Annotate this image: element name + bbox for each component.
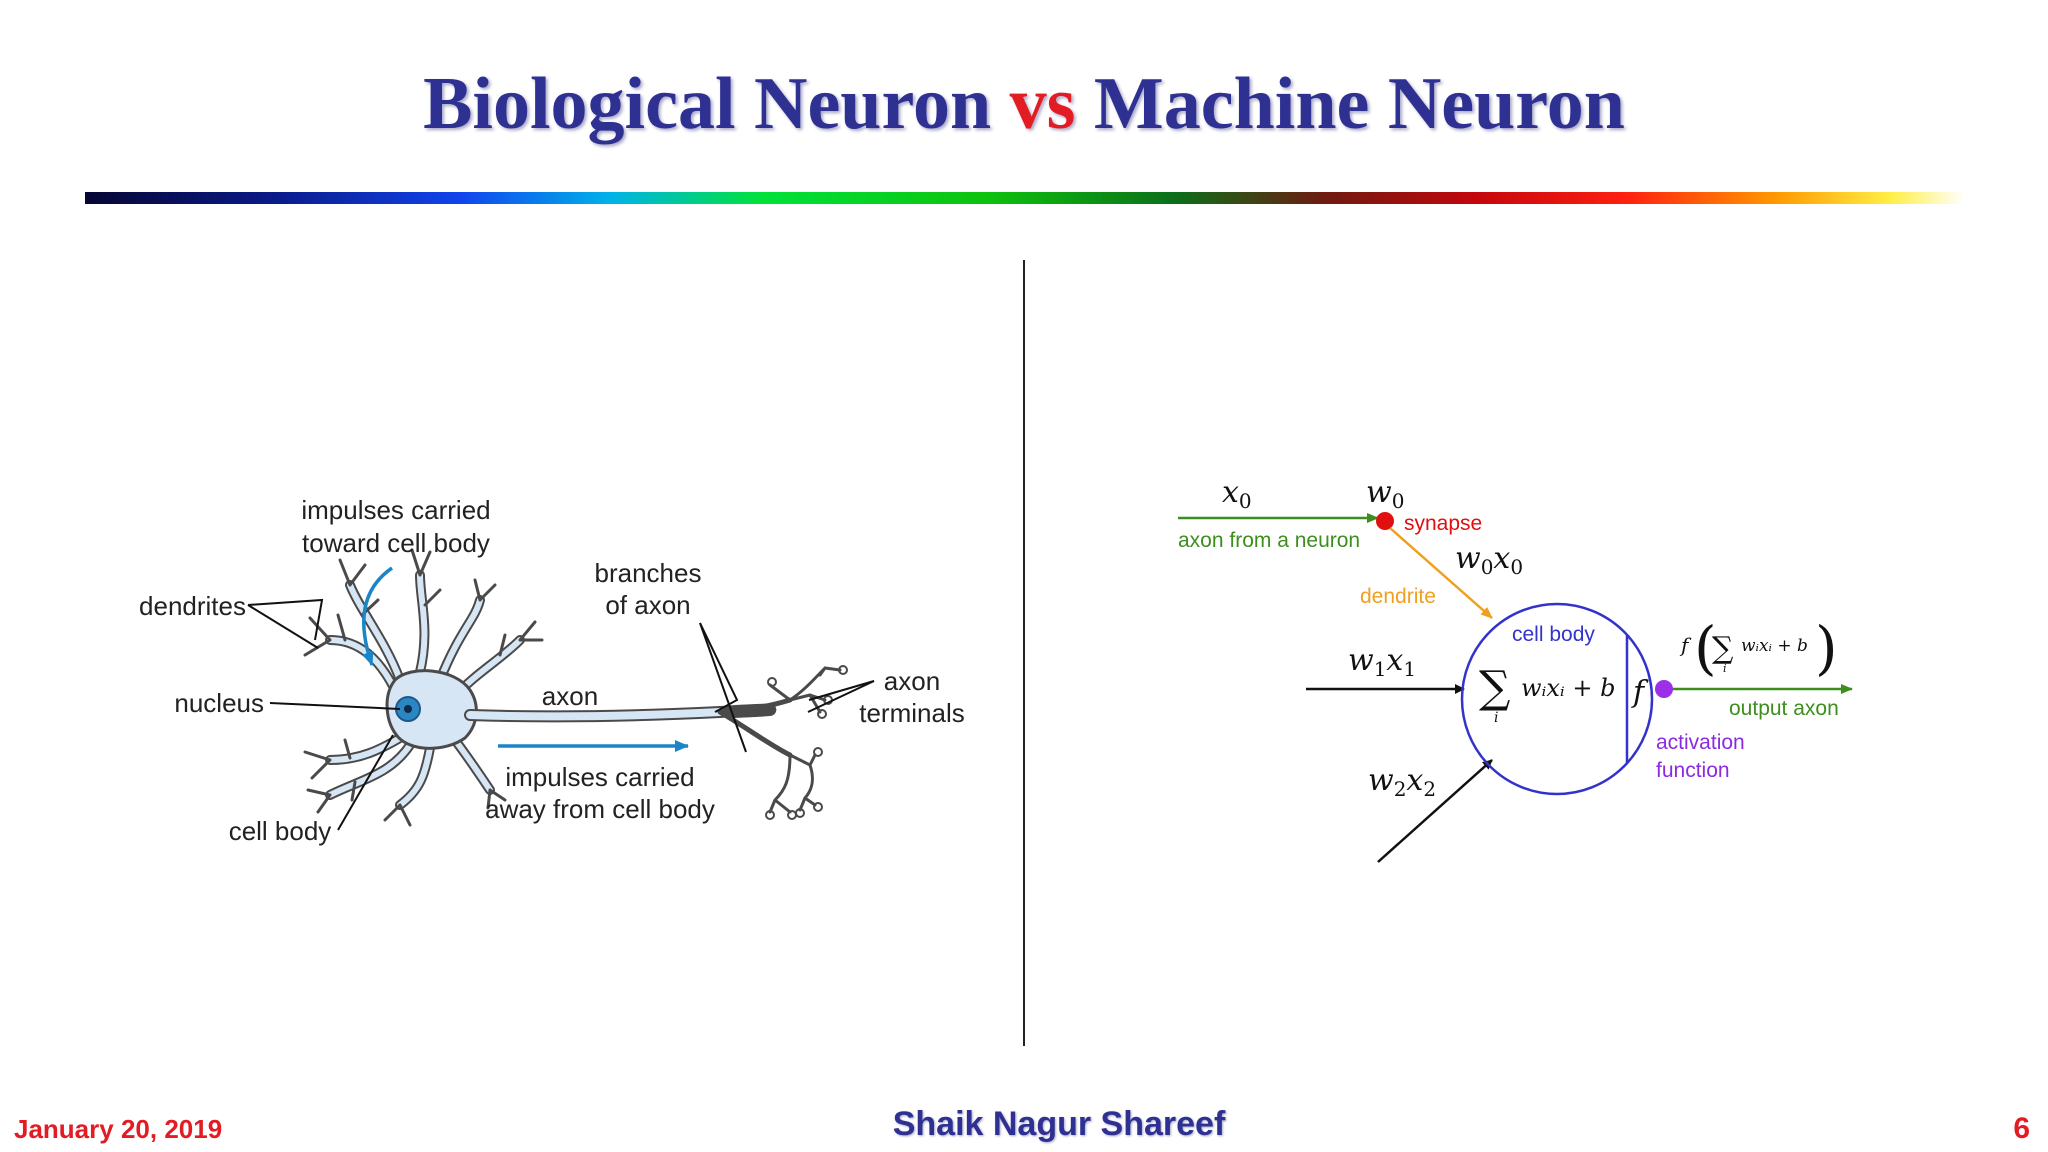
output-paren-right: ) [1815,614,1838,682]
output-f: f [1679,633,1692,657]
title-part-2: Machine Neuron [1075,63,1625,145]
label-axon: axon [542,681,598,711]
axon-terminals-upper [768,666,842,714]
machine-neuron-diagram: x0 w0 w0x0 w1x1 w2x2 ∑ i wᵢxᵢ + b f f ( … [1178,475,1853,863]
impulse-toward-arrow [361,566,393,666]
biological-neuron-diagram: impulses carried toward cell body dendri… [139,495,965,846]
title-part-1: Biological Neuron [423,63,1010,145]
sum-symbol: ∑ [1479,662,1510,713]
label-synapse: synapse [1404,512,1482,535]
label-w0: w0 [1366,475,1404,513]
soma-shape [385,669,478,750]
footer-page-number: 6 [2013,1112,2030,1145]
cell-body-circle [1460,602,1654,796]
output-sum-index: i [1723,662,1727,675]
label-branches-2: of axon [605,590,690,620]
output-expression: wᵢxᵢ + b [1741,636,1808,656]
sum-index: i [1494,710,1498,726]
label-w0x0: w0x0 [1455,541,1523,579]
label-x0: x0 [1222,475,1252,513]
label-cell-body: cell body [229,816,332,846]
synapse-dot [1376,512,1394,530]
label-cell-body-machine: cell body [1512,623,1595,646]
label-impulses-away-1: impulses carried [505,762,694,792]
title-rainbow-divider [85,192,1965,204]
label-activation-1: activation [1656,731,1745,754]
output-paren-left: ( [1694,614,1717,682]
label-dendrite: dendrite [1360,585,1436,608]
vertical-divider [1023,260,1025,1046]
label-axon-terminals-2: terminals [859,698,964,728]
footer-author: Shaik Nagur Shareef [892,1105,1226,1143]
label-f-inside: f [1631,675,1649,710]
label-impulses-toward-2: toward cell body [302,528,490,558]
label-branches-1: branches [595,558,702,588]
footer-date: January 20, 2019 [14,1114,223,1144]
output-formula: f ( ∑ i wᵢxᵢ + b ) [1679,614,1838,682]
label-w2x2: w2x2 [1368,763,1436,801]
label-axon-terminals-1: axon [884,666,940,696]
leader-lines [247,598,875,831]
sum-expression: wᵢxᵢ + b [1521,674,1615,702]
label-dendrites: dendrites [139,591,246,621]
label-output-axon: output axon [1729,697,1839,720]
label-impulses-away-2: away from cell body [485,794,715,824]
label-nucleus: nucleus [174,688,264,718]
input-w2x2-line [1377,759,1493,863]
dendrite-line [1389,527,1493,619]
output-sum-symbol: ∑ [1712,631,1734,666]
label-impulses-toward-1: impulses carried [301,495,490,525]
activation-dot [1655,680,1673,698]
label-w1x1: w1x1 [1348,643,1416,681]
slide-title: Biological Neuron vs Machine Neuron [0,62,2048,147]
axon-terminals-lower [768,753,817,814]
label-activation-2: function [1656,759,1730,782]
title-vs: vs [1009,63,1076,145]
label-axon-from-neuron: axon from a neuron [1178,529,1360,552]
